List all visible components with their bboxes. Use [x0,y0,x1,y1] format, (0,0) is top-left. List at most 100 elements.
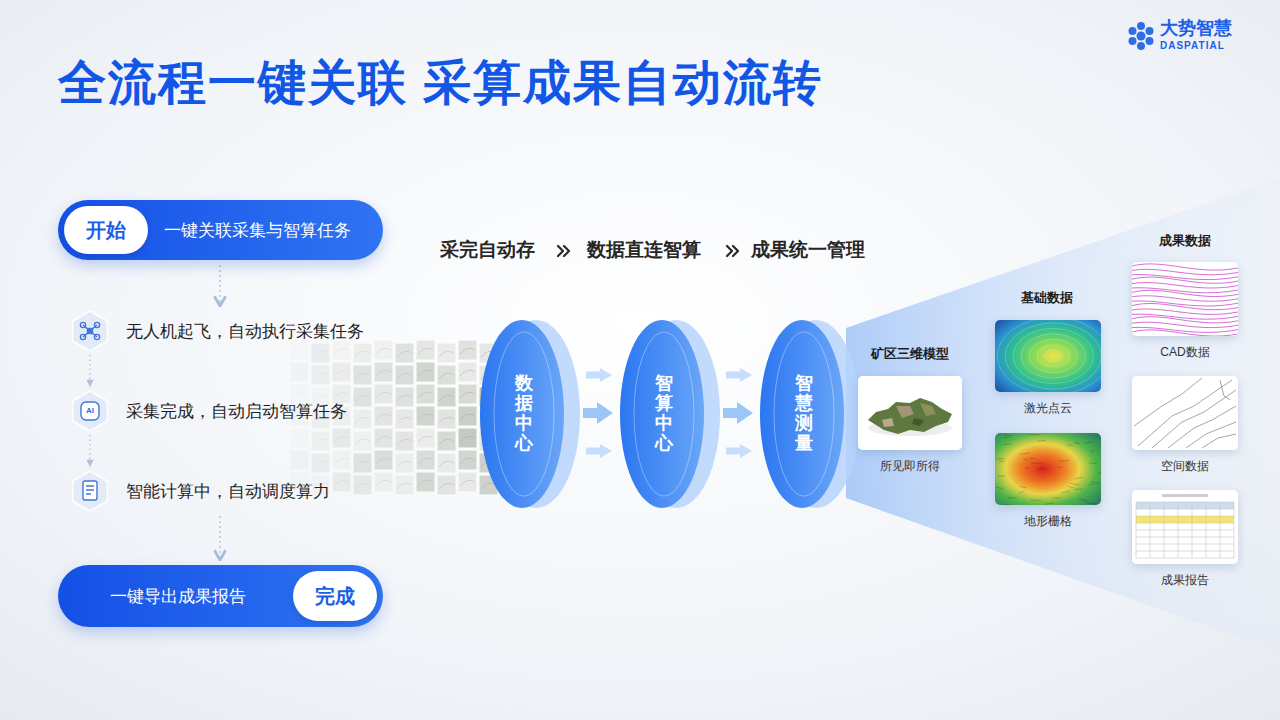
terrain-stroke [1031,463,1042,464]
card-heading: 矿区三维模型 [871,345,949,363]
drone-rotor [94,322,99,327]
group-heading: 成果数据 [1159,233,1211,249]
photo-texture [292,370,307,376]
card-caption: 所见即所得 [880,458,940,475]
terrain-stroke [1062,491,1070,493]
vector-line [1220,380,1230,400]
photo-texture [334,436,349,442]
photo-tile [353,475,372,495]
disk-face [620,320,704,508]
picture-frame [858,376,962,450]
photo-texture [355,417,370,423]
photo-texture [313,373,328,379]
contour-line [1132,309,1238,314]
logo-dot [1129,27,1137,35]
logo-dot [1137,42,1145,50]
photo-tile [395,387,414,407]
terrain-stroke [999,461,1004,463]
contour-line [1132,269,1238,274]
terrain-stroke [1025,467,1030,469]
photo-tile [374,450,393,470]
photo-tile [374,406,393,426]
point-ring [1037,345,1069,367]
photo-texture [334,458,349,464]
logo-icon [1129,22,1154,50]
photo-tile [332,450,351,470]
report-grid [1136,544,1234,545]
photo-texture [439,373,454,379]
photo-tile [437,475,456,495]
step-text: 采集完成，自动启动智算任务 [126,400,347,423]
base-data-card: 地形栅格 [991,433,1105,530]
photo-tile [395,409,414,429]
report-grid [1220,502,1221,558]
step-arrow [89,355,90,387]
photo-tile [395,431,414,451]
report-header-row [1136,502,1234,509]
model-card: 矿区三维模型所见即所得 [852,345,968,475]
photo-texture [334,370,349,376]
photo-tile [290,450,309,470]
photo-texture [439,461,454,467]
photo-tile [353,409,372,429]
step-arrow [219,265,221,306]
point-ring [1021,334,1085,378]
light-beam [846,178,1280,652]
terrain-stroke [1052,497,1060,498]
picture [858,376,962,450]
drone-rotor [80,322,85,327]
terrain-stroke [1090,451,1094,452]
terrain-stroke [1004,443,1012,445]
terrain-stroke [1074,477,1082,479]
photo-texture [355,439,370,445]
photo-texture [334,392,349,398]
card-caption: 成果报告 [1161,572,1209,589]
photo-tile [353,453,372,473]
picture-frame [995,433,1101,505]
photo-texture [355,461,370,467]
photo-texture [292,458,307,464]
photo-texture [418,480,433,486]
photo-tile [416,340,435,360]
photo-tile [290,384,309,404]
point-ring [1013,329,1093,384]
photo-texture [313,351,328,357]
ai-chip [81,402,99,420]
photo-tile [416,472,435,492]
stage-heading: 数据直连智算 [587,239,701,262]
report-grid [1234,502,1235,558]
terrain-stroke [1089,462,1097,464]
photo-tile [311,343,330,363]
terrain-stroke [1091,482,1099,484]
photo-tile [353,387,372,407]
decor-arrow [726,448,740,455]
terrain-stroke [1019,491,1024,493]
data-center-disk: 数据中心 [476,318,580,510]
stage-heading: 采完自动存 [440,239,535,262]
step-icon [68,471,112,511]
photo-texture [334,348,349,354]
logo-dot [1129,37,1137,45]
contour-line [1132,296,1238,301]
report-grid [1136,502,1137,558]
picture-ground [858,376,962,450]
report-highlight-row [1136,516,1234,523]
photo-tile [290,340,309,360]
card-caption: 激光点云 [1024,400,1072,417]
terrain-stroke [1070,483,1079,484]
vector-line [1152,390,1236,448]
report-grid [1136,523,1234,524]
terrain-stroke [996,487,1004,489]
model-patch [912,418,924,426]
decor-arrow [586,372,600,379]
photo-texture [376,348,391,354]
report-grid [1136,551,1234,552]
photo-tile [311,365,330,385]
terrain-stroke [996,458,1005,459]
disk-face [760,320,844,508]
photo-tile [395,343,414,363]
report-title-bar [1162,494,1208,497]
photo-texture [481,483,496,489]
photo-tile [437,453,456,473]
